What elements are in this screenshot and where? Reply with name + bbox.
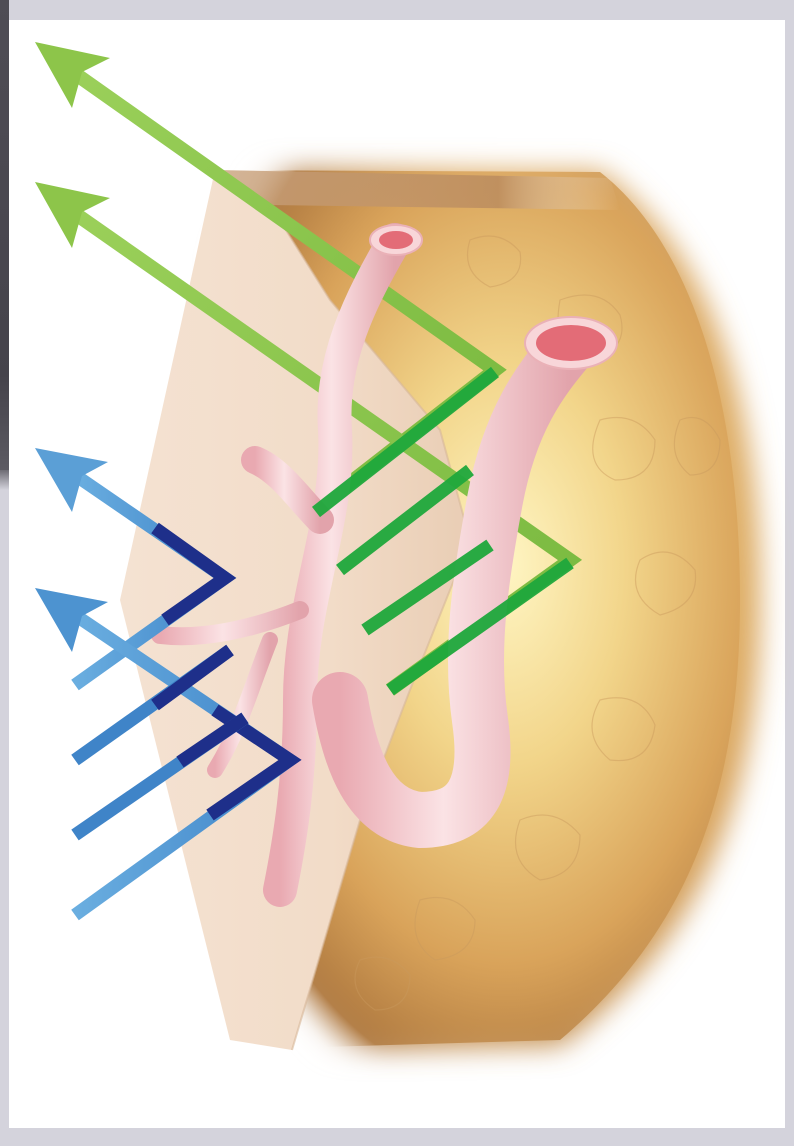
arrow-head-icon xyxy=(35,448,108,512)
arrow-head-icon xyxy=(35,588,108,652)
